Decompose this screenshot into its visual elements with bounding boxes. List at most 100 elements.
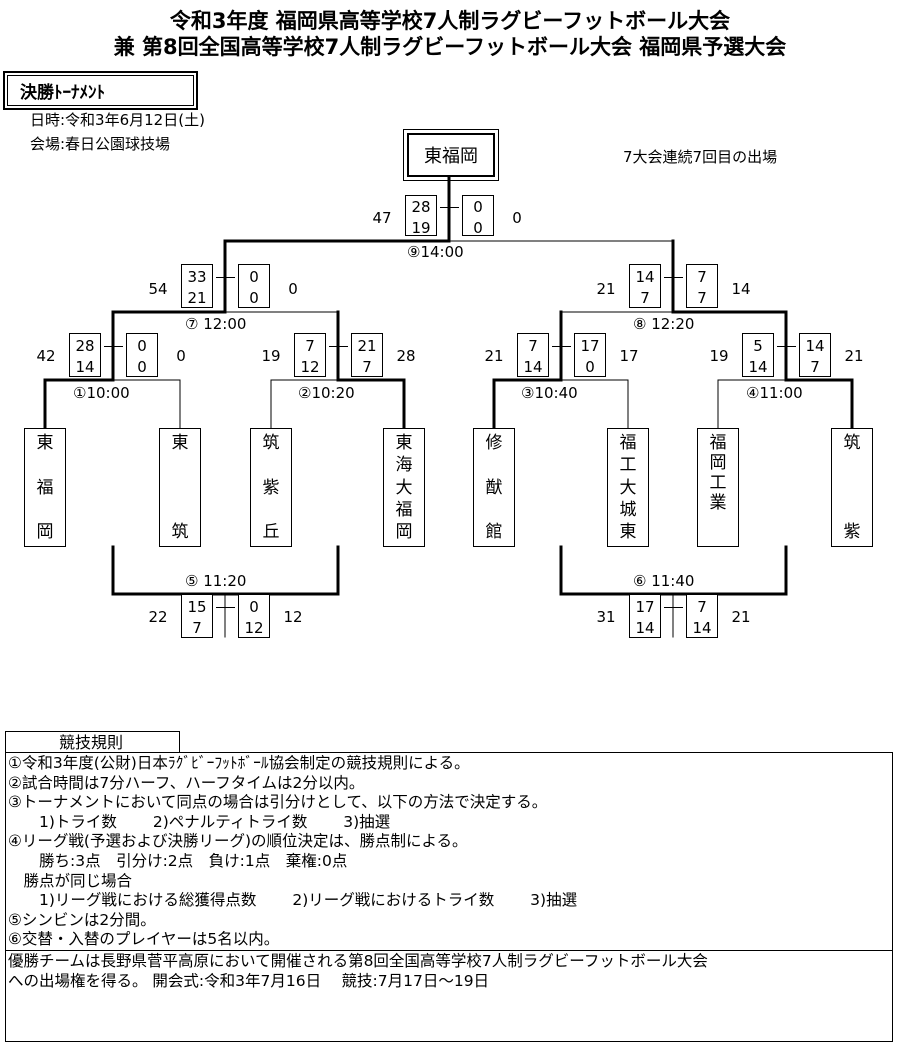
champion-box: 東福岡 xyxy=(403,129,499,181)
half-score: 0 xyxy=(585,358,595,376)
half-score: 7 xyxy=(192,619,202,637)
rule-line: ⑤シンビンは2分間。 xyxy=(8,910,156,929)
rule-line: 1)トライ数 2)ペナルティトライ数 3)抽選 xyxy=(8,812,391,831)
rule-line: ④リーグ戦(予選および決勝リーグ)の順位決定は、勝点制による。 xyxy=(8,832,468,851)
team-box: 東海大福岡 xyxy=(383,428,425,547)
champion-note: 7大会連続7回目の出場 xyxy=(623,148,778,166)
section-label-box: 決勝ﾄｰﾅﾒﾝﾄ xyxy=(3,71,198,110)
team-char: 大 xyxy=(619,477,637,498)
half-score: 17 xyxy=(635,598,655,616)
team-char: 工 xyxy=(709,473,727,493)
total-score: 21 xyxy=(844,347,864,365)
half-score: 12 xyxy=(244,619,264,637)
half-score: 28 xyxy=(75,337,95,355)
half-score: 21 xyxy=(187,289,207,307)
team-char: 福 xyxy=(619,433,637,453)
rules-footer-line: への出場権を得る。 開会式:令和3年7月16日 競技:7月17日～19日 xyxy=(8,971,490,990)
half-score: 7 xyxy=(697,598,707,616)
total-score: 14 xyxy=(731,280,751,298)
half-score: 12 xyxy=(300,358,320,376)
match-label: ②10:20 xyxy=(298,384,355,402)
total-score: 31 xyxy=(596,608,616,626)
half-score: 0 xyxy=(137,358,147,376)
total-score: 0 xyxy=(512,209,522,227)
half-score: 14 xyxy=(75,358,95,376)
rule-line: 勝ち:3点 引分け:2点 負け:1点 棄権:0点 xyxy=(8,851,348,870)
total-score: 21 xyxy=(484,347,504,365)
half-score: 7 xyxy=(305,337,315,355)
match-label: ⑧ 12:20 xyxy=(633,315,695,333)
page-title: 令和3年度 福岡県高等学校7人制ラグビーフットボール大会 xyxy=(169,9,731,33)
half-score: 21 xyxy=(357,337,377,355)
half-score: 19 xyxy=(411,219,431,237)
total-score: 54 xyxy=(148,280,168,298)
team-box: 福岡工業 xyxy=(697,428,739,547)
total-score: 21 xyxy=(731,608,751,626)
rules-box: ①令和3年度(公財)日本ﾗｸﾞﾋﾞｰﾌｯﾄﾎﾞｰﾙ協会制定の競技規則による。 ②… xyxy=(5,752,893,1042)
half-score: 5 xyxy=(753,337,763,355)
total-score: 12 xyxy=(283,608,303,626)
team-char: 工 xyxy=(619,455,637,476)
team-char: 福 xyxy=(395,499,413,520)
half-score: 14 xyxy=(635,619,655,637)
rule-line: ⑥交替・入替のプレイヤーは5名以内。 xyxy=(8,930,280,949)
match-label: ⑦ 12:00 xyxy=(185,315,247,333)
total-score: 21 xyxy=(596,280,616,298)
total-score: 19 xyxy=(261,347,281,365)
team-char: 丘 xyxy=(262,522,280,542)
half-score: 0 xyxy=(473,198,483,216)
venue-text: 会場:春日公園球技場 xyxy=(30,135,171,153)
half-score: 15 xyxy=(187,598,207,616)
total-score: 22 xyxy=(148,608,168,626)
half-score: 7 xyxy=(362,358,372,376)
half-score: 14 xyxy=(748,358,768,376)
team-char: 東 xyxy=(36,433,54,453)
half-score: 14 xyxy=(805,337,825,355)
team-char: 筑 xyxy=(843,433,861,453)
rule-line: ②試合時間は7分ハーフ、ハーフタイムは2分以内。 xyxy=(8,773,365,792)
total-score: 28 xyxy=(396,347,416,365)
team-char: 海 xyxy=(395,455,413,476)
total-score: 19 xyxy=(709,347,729,365)
team-char: 岡 xyxy=(709,453,727,473)
team-char: 大 xyxy=(395,477,413,498)
team-box: 東福岡 xyxy=(24,428,66,547)
match-label: ⑨14:00 xyxy=(407,243,464,261)
half-score: 0 xyxy=(137,337,147,355)
team-box: 東筑 xyxy=(159,428,201,547)
half-score: 0 xyxy=(249,289,259,307)
half-score: 14 xyxy=(692,619,712,637)
half-score: 14 xyxy=(523,358,543,376)
team-box: 筑紫丘 xyxy=(250,428,292,547)
team-char: 東 xyxy=(619,522,637,542)
half-score: 7 xyxy=(697,268,707,286)
team-char: 東 xyxy=(171,433,189,453)
page-subtitle: 兼 第8回全国高等学校7人制ラグビーフットボール大会 福岡県予選大会 xyxy=(113,35,787,59)
team-char: 福 xyxy=(709,433,727,453)
total-score: 0 xyxy=(176,347,186,365)
rule-line: 1)リーグ戦における総獲得点数 2)リーグ戦におけるトライ数 3)抽選 xyxy=(8,891,578,910)
team-char: 福 xyxy=(36,477,54,498)
total-score: 47 xyxy=(372,209,392,227)
team-char: 東 xyxy=(395,433,413,453)
team-char: 筑 xyxy=(262,433,280,453)
rule-line: ①令和3年度(公財)日本ﾗｸﾞﾋﾞｰﾌｯﾄﾎﾞｰﾙ協会制定の競技規則による。 xyxy=(8,754,470,772)
half-score: 7 xyxy=(697,289,707,307)
team-char: 紫 xyxy=(262,477,280,498)
half-score: 0 xyxy=(473,219,483,237)
team-char: 修 xyxy=(485,433,503,453)
team-char: 館 xyxy=(485,522,503,542)
team-box: 修猷館 xyxy=(473,428,515,547)
half-score: 28 xyxy=(411,198,431,216)
half-score: 14 xyxy=(635,268,655,286)
match-label: ①10:00 xyxy=(73,384,130,402)
